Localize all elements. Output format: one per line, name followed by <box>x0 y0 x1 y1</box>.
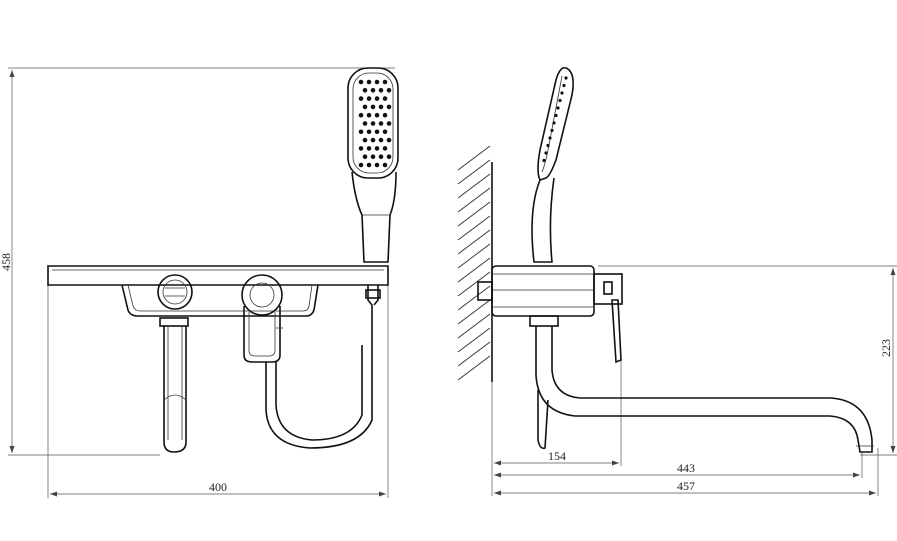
hatch-line <box>457 215 491 241</box>
nozzle-dot-side <box>542 158 546 163</box>
thermostatic-shelf-front <box>47 265 389 317</box>
nozzle-dot <box>382 146 388 151</box>
diverter-knob-front <box>157 274 193 310</box>
nozzle-dot <box>366 79 372 85</box>
nozzle-dot <box>374 162 380 168</box>
hand-shower-front <box>347 67 399 263</box>
nozzle-dot <box>382 79 388 85</box>
nozzle-dot <box>370 104 376 110</box>
hatch-line <box>457 229 491 255</box>
wall-hatching <box>457 145 493 382</box>
nozzle-dot <box>382 112 388 118</box>
hatch-line <box>457 173 491 199</box>
nozzle-dot <box>382 129 388 135</box>
nozzle-dot-side <box>548 136 552 140</box>
height-dimension-side: 223 <box>598 265 897 456</box>
hatch-line <box>457 257 491 283</box>
hatch-line <box>457 243 491 269</box>
lever-handle-front <box>241 274 283 363</box>
nozzle-dot <box>366 112 372 118</box>
width-dimension-front: 400 <box>47 285 389 498</box>
hand-shower-side <box>531 66 574 263</box>
shower-nozzles <box>358 79 392 168</box>
front-view: 458 400 <box>0 67 399 498</box>
nozzle-dot <box>382 162 388 168</box>
dim-label-223: 223 <box>879 339 893 357</box>
dim-label-400: 400 <box>209 480 227 494</box>
nozzle-dot <box>362 104 368 110</box>
hatch-line <box>457 271 491 297</box>
hatch-line <box>457 341 491 367</box>
hatch-line <box>457 285 491 311</box>
dim-label-443: 443 <box>677 461 695 475</box>
hatch-line <box>457 201 491 227</box>
side-view: 223 154 443 457 <box>457 66 897 496</box>
nozzle-dot <box>358 96 364 101</box>
dim-label-154: 154 <box>548 449 566 463</box>
nozzle-dot <box>358 129 364 135</box>
nozzle-dot <box>358 162 364 168</box>
dim-label-458: 458 <box>0 253 13 271</box>
hatch-line <box>457 159 491 185</box>
hatch-line <box>457 313 491 339</box>
nozzle-dot-side <box>556 106 560 110</box>
nozzle-dot-side <box>558 98 562 103</box>
nozzle-dot <box>378 137 384 143</box>
nozzle-dot-side <box>544 151 548 155</box>
nozzle-dot <box>362 154 368 159</box>
nozzle-dot <box>366 162 372 168</box>
nozzle-dot <box>358 112 364 118</box>
nozzle-dot <box>374 129 380 135</box>
nozzle-dot <box>358 146 364 151</box>
nozzle-dot <box>366 146 372 151</box>
horizontal-dimensions-side: 154 443 457 <box>491 355 879 496</box>
nozzle-dot <box>386 154 392 159</box>
hatch-line <box>457 145 491 171</box>
nozzle-dot <box>386 104 392 110</box>
nozzle-dot <box>378 104 384 110</box>
nozzle-dot-side <box>564 76 568 80</box>
nozzle-dot <box>374 146 380 151</box>
nozzle-dot-side <box>546 143 550 148</box>
nozzle-dot <box>374 79 380 85</box>
nozzle-dot <box>378 88 384 93</box>
nozzle-dot <box>358 79 364 85</box>
hatch-line <box>457 187 491 213</box>
hatch-line <box>457 299 491 325</box>
hatch-line <box>457 355 491 381</box>
shelf-body-side <box>477 265 623 364</box>
nozzle-dot <box>366 129 372 135</box>
nozzle-dot <box>382 96 388 101</box>
nozzle-dot <box>374 96 380 101</box>
dim-label-457: 457 <box>677 479 695 493</box>
nozzle-dot <box>362 137 368 143</box>
nozzle-dot-side <box>552 121 556 125</box>
spout-side <box>529 315 874 453</box>
shower-hose-front <box>265 285 381 449</box>
spout-front <box>159 317 189 453</box>
height-dimension-front: 458 <box>0 67 395 456</box>
nozzle-dot <box>362 121 368 126</box>
hatch-line <box>457 327 491 353</box>
nozzle-dot <box>370 154 376 159</box>
nozzle-dot-side <box>560 91 564 95</box>
nozzle-dot <box>386 121 392 126</box>
nozzle-dot <box>370 121 376 126</box>
nozzle-dot-side <box>554 113 558 118</box>
nozzle-dot <box>378 121 384 126</box>
nozzle-dot <box>374 112 380 118</box>
nozzle-dot <box>378 154 384 159</box>
nozzle-dot <box>366 96 372 101</box>
nozzle-dot <box>386 137 392 143</box>
nozzle-dot <box>362 88 368 93</box>
nozzle-dot <box>370 88 376 93</box>
shower-nozzles-side <box>542 76 568 163</box>
nozzle-dot-side <box>562 83 566 88</box>
nozzle-dot <box>370 137 376 143</box>
nozzle-dot-side <box>550 128 554 133</box>
nozzle-dot <box>386 88 392 93</box>
